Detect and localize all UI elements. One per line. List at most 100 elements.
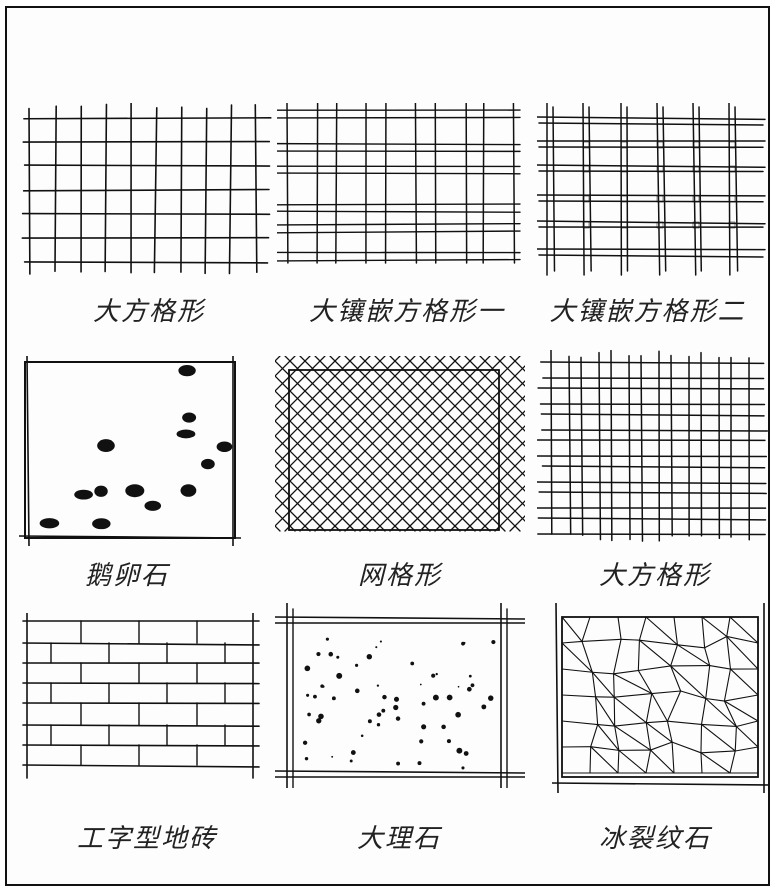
mesh-diagonal-line — [360, 356, 525, 531]
caption-marble: 大理石 — [279, 818, 519, 855]
crack-line — [736, 721, 758, 726]
marble-speckle — [380, 640, 382, 642]
pebble — [159, 456, 178, 467]
crack-line — [596, 697, 615, 726]
pebble — [179, 474, 194, 482]
marble-speckle — [320, 684, 324, 688]
diagonal-mesh-pattern — [275, 356, 525, 541]
crack-line — [671, 666, 681, 691]
crack-line — [710, 666, 731, 669]
pebble — [212, 393, 227, 406]
marble-speckle — [331, 756, 333, 758]
marble-speckle — [382, 695, 386, 699]
pebble — [115, 427, 131, 441]
crack-line — [562, 641, 582, 643]
tile-course-line — [23, 643, 259, 645]
pebble — [113, 411, 130, 421]
marble-speckle — [328, 652, 333, 657]
frame-line — [27, 356, 29, 546]
pebble — [201, 459, 215, 469]
grid-horizontal-line — [537, 456, 766, 457]
pebble — [28, 459, 41, 469]
pebble — [180, 441, 198, 453]
marble-speckle — [303, 741, 307, 745]
marble-speckle — [336, 673, 342, 679]
crack-line — [614, 697, 646, 722]
caption-large-inlaid-grid-one: 大镶嵌方格形一 — [282, 291, 532, 328]
pebble — [194, 469, 211, 480]
crack-line — [639, 640, 670, 666]
crack-line — [667, 721, 701, 724]
pebble — [45, 413, 65, 425]
crack-line — [638, 666, 670, 671]
crack-line — [614, 694, 652, 698]
marble-speckle — [368, 719, 372, 723]
grid-horizontal-line — [25, 262, 268, 263]
marble-speckle — [431, 674, 435, 678]
pebble — [112, 520, 130, 530]
crack-line — [705, 636, 727, 647]
crack-line — [618, 750, 619, 773]
pebble — [131, 398, 148, 407]
pebble — [177, 430, 196, 439]
pebble — [212, 409, 230, 423]
crack-line — [735, 726, 736, 750]
tile-course-line — [23, 725, 259, 726]
pebble — [114, 445, 127, 454]
pebble — [132, 516, 147, 526]
mesh-diagonal-line — [480, 356, 525, 531]
grid-vertical-line — [483, 103, 484, 263]
crack-line — [562, 695, 596, 697]
pebble — [195, 410, 214, 421]
pebble — [61, 488, 77, 497]
crack-line — [730, 617, 758, 643]
pebble — [110, 469, 129, 479]
crack-line — [615, 723, 647, 726]
crack-line — [646, 617, 677, 645]
grid-horizontal-line — [277, 204, 520, 205]
grid-vertical-line — [336, 103, 337, 263]
crack-line — [702, 724, 737, 726]
pebble — [165, 396, 183, 410]
pebble — [197, 486, 215, 500]
crack-line — [701, 753, 702, 773]
caption-pebble-stone: 鹅卵石 — [7, 555, 247, 592]
pebble — [93, 457, 111, 465]
grid-horizontal-line — [23, 214, 270, 215]
pebble — [95, 365, 112, 378]
grid-vertical-line — [611, 351, 612, 541]
crack-line — [672, 742, 674, 773]
marble-speckle — [305, 666, 311, 672]
pebble — [215, 518, 229, 532]
mesh-diagonal-line — [275, 356, 400, 531]
crack-line — [730, 669, 758, 695]
pebble — [214, 370, 233, 379]
pebble — [29, 516, 41, 530]
marble-speckle — [410, 662, 414, 666]
crack-line — [614, 671, 639, 674]
pebble — [216, 457, 230, 469]
mesh-diagonal-line — [275, 356, 295, 531]
grid-horizontal-line — [539, 201, 763, 202]
pebble — [28, 368, 40, 376]
crack-line — [619, 750, 646, 773]
grid-vertical-line — [317, 103, 318, 263]
crack-line — [652, 691, 681, 694]
pebble — [28, 380, 46, 392]
pebble — [74, 490, 93, 500]
marble-speckle — [455, 712, 461, 718]
pebble — [57, 367, 76, 381]
mesh-diagonal-line — [275, 356, 310, 531]
crack-line — [735, 747, 758, 751]
caption-dense-square-grid: 大方格形 — [535, 555, 775, 592]
pebble — [125, 484, 144, 497]
marble-speckle — [433, 695, 439, 701]
mesh-diagonal-line — [275, 356, 340, 531]
marble-speckle — [491, 640, 495, 644]
marble-speckle — [456, 748, 462, 754]
crack-line — [598, 725, 619, 751]
pebble — [96, 382, 108, 395]
pebble — [194, 445, 213, 454]
pebble — [45, 394, 60, 405]
crack-line — [592, 672, 613, 674]
